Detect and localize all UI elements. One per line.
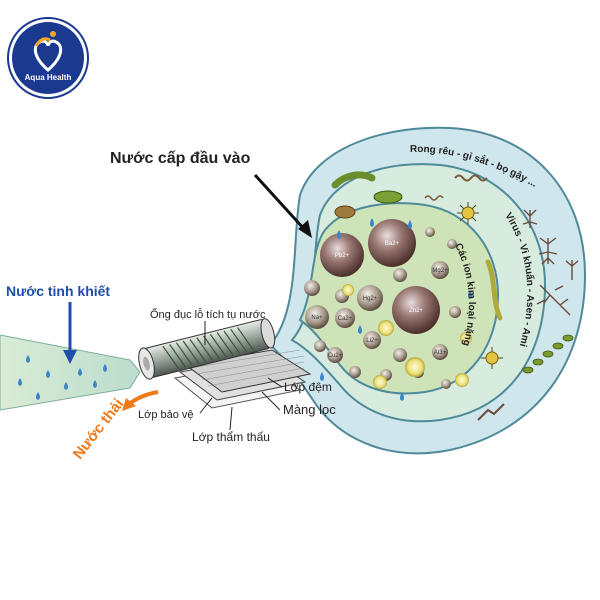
ion-label: Al3+ (434, 350, 447, 356)
ion-label: Hg2+ (363, 296, 378, 302)
heart-icon (33, 39, 63, 72)
ion-particle-icon (392, 286, 440, 334)
virus-icon (457, 202, 479, 224)
ion-particle-icon (425, 227, 435, 237)
arrow-icon (253, 173, 312, 238)
water-drop-icon (408, 220, 412, 229)
ion-particle-icon (441, 379, 451, 389)
ion-label: Ca2+ (338, 316, 353, 322)
protective-layer-label: Lớp bảo vệ (138, 409, 194, 421)
ion-particle-icon (378, 320, 394, 336)
ion-particle-icon (460, 332, 472, 344)
ion-particle-icon (405, 357, 425, 377)
ion-particle-icon (363, 331, 381, 349)
ion-particle-icon (432, 344, 448, 360)
ion-label: Mg2+ (432, 268, 448, 274)
arrow-icon (63, 302, 77, 364)
ion-label: Na+ (311, 315, 323, 321)
ion-particle-icon (314, 340, 326, 352)
permeate-layer-label: Lớp thẩm thấu (192, 430, 270, 444)
larva-icon (331, 171, 376, 189)
bacteria-icon (485, 259, 503, 321)
ion-label: Ba2+ (385, 241, 400, 247)
water-drop-icon (400, 392, 404, 401)
ion-label: Li2+ (366, 338, 378, 344)
bacteria-icon (424, 195, 444, 201)
ion-particle-icon (357, 285, 383, 311)
ion-particle-icon (349, 366, 361, 378)
water-drop-icon (337, 230, 341, 239)
ion-particle-icon (305, 305, 329, 329)
bacteria-icon (334, 205, 356, 219)
spacer-layer-label: Lớp đệm (284, 380, 332, 394)
arrow-icon (122, 390, 159, 411)
ion-particle-icon (447, 239, 457, 249)
ion-particle-icon (373, 375, 387, 389)
ion-particle-icon (342, 284, 354, 296)
ion-particle-icon (393, 348, 407, 362)
ion-particle-icon (327, 347, 343, 363)
membrane-label: Màng lọc (283, 402, 336, 417)
ro-membrane-cartridge (138, 318, 312, 409)
bacteria-icon (454, 174, 488, 182)
feed-water-label: Nước cấp đầu vào (110, 150, 251, 167)
pure-water-stream (0, 334, 141, 411)
algae-icon (522, 209, 579, 316)
water-drop-icon (468, 290, 472, 299)
ion-particle-icon (335, 308, 355, 328)
ion-label: Pb2+ (335, 253, 350, 259)
ion-particle-icon (449, 306, 461, 318)
ion-particle-icon (320, 233, 364, 277)
algae-icon (477, 403, 505, 421)
algae-icon (522, 334, 574, 374)
bacteria-icon (373, 190, 403, 204)
ion-particle-icon (368, 219, 416, 267)
ion-particle-icon (455, 373, 469, 387)
ion-particle-icon (304, 280, 320, 296)
aqua-health-logo: Aqua Health (7, 17, 89, 99)
collector-tube-label: Ống đục lỗ tích tụ nước (150, 307, 266, 321)
water-drop-icon (370, 218, 374, 227)
virus-icon (481, 347, 503, 369)
water-drop-icon (18, 355, 107, 400)
pure-water-label: Nước tinh khiết (6, 283, 110, 299)
water-drop-icon (320, 372, 324, 381)
water-drop-icon (358, 325, 362, 334)
waste-water-label: Nước thải (70, 396, 127, 463)
ion-label: Cu2+ (328, 353, 343, 359)
ion-label: Zn2+ (409, 308, 423, 314)
ion-particle-icon (431, 261, 449, 279)
logo-text: Aqua Health (25, 73, 72, 82)
ion-particle-icon (393, 268, 407, 282)
ion-particles (304, 219, 472, 389)
microorganisms (331, 171, 579, 421)
